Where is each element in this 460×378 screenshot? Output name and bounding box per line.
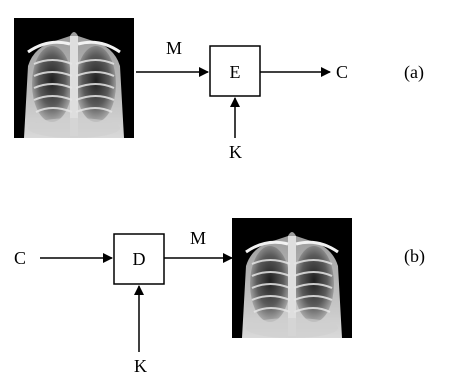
- label-k-a: K: [229, 142, 242, 162]
- panel-label-a: (a): [404, 62, 424, 83]
- label-c-a: C: [336, 62, 348, 82]
- panel-a: M E C K (a): [14, 18, 424, 162]
- label-c-b: C: [14, 248, 26, 268]
- xray-image-b: [232, 218, 352, 338]
- label-k-b: K: [134, 356, 147, 376]
- label-d: D: [133, 249, 146, 269]
- label-e: E: [230, 62, 241, 82]
- label-m-a: M: [166, 38, 182, 58]
- panel-b: C D M K (b): [14, 218, 425, 376]
- label-m-b: M: [190, 228, 206, 248]
- panel-label-b: (b): [404, 246, 425, 267]
- xray-image-a: [14, 18, 134, 138]
